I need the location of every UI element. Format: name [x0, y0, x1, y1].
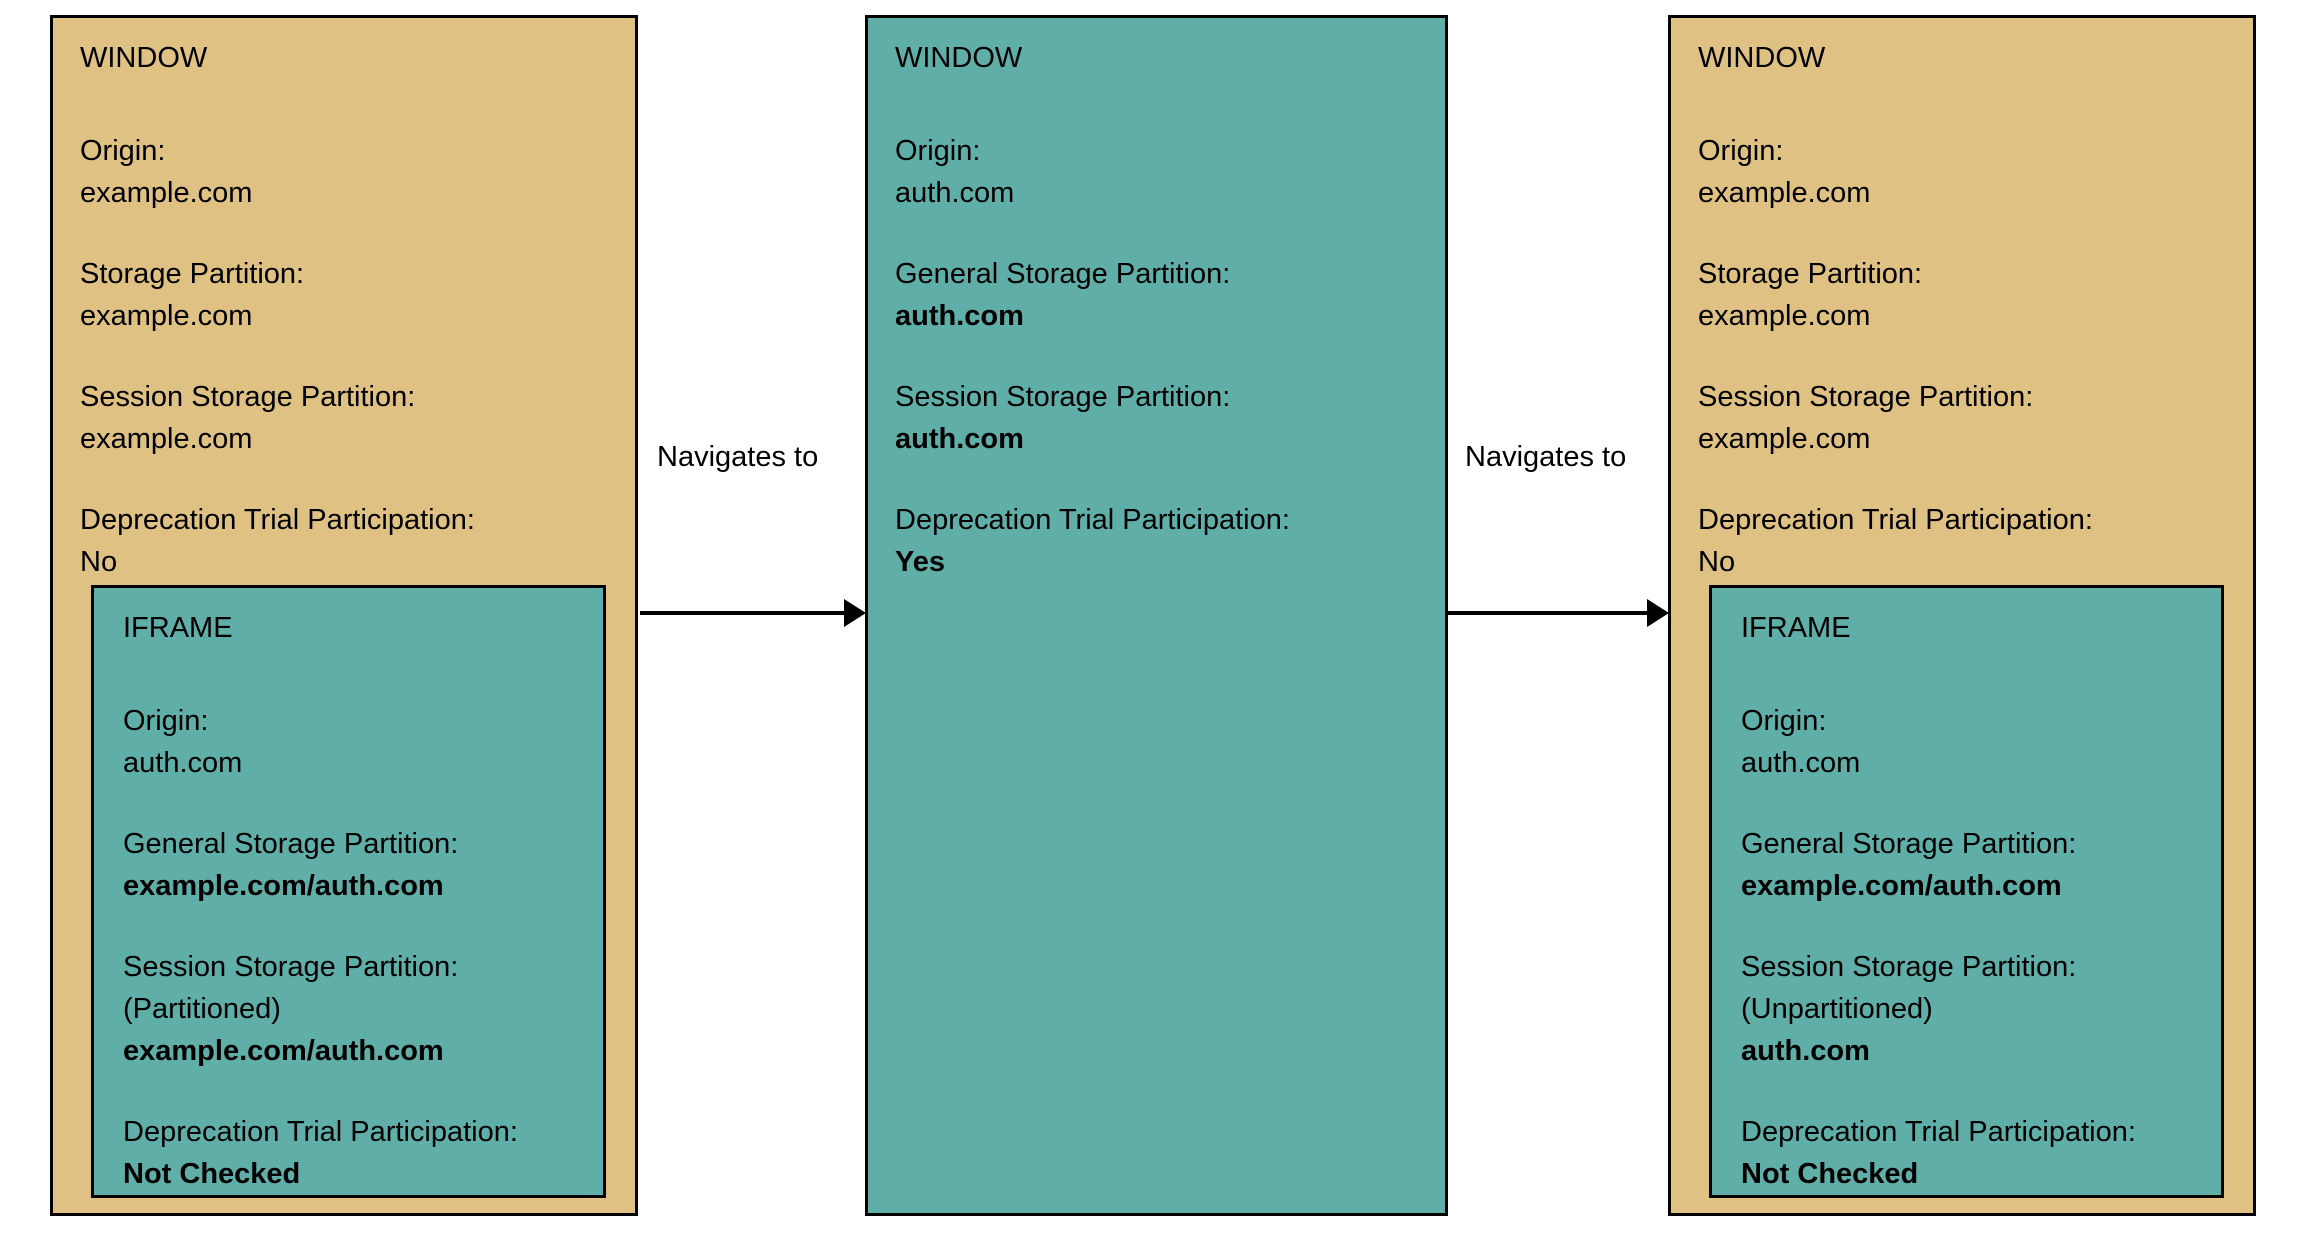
field-deprecation-trial-participation: Deprecation Trial Participation: No [1698, 499, 2228, 583]
field-value: Not Checked [1741, 1158, 1919, 1190]
arrow-2-label: Navigates to [1465, 441, 1627, 473]
field-deprecation-trial-participation: Deprecation Trial Participation: Not Che… [123, 1111, 583, 1195]
field-value: example.com [80, 300, 253, 332]
field-general-storage-partition: General Storage Partition: example.com/a… [123, 823, 583, 907]
panel-2-title: WINDOW [895, 42, 1023, 74]
field-session-storage-partition: Session Storage Partition: (Partitioned)… [123, 946, 583, 1072]
field-value: auth.com [895, 423, 1024, 455]
field-label: Session Storage Partition: [1698, 381, 2034, 413]
arrow-1-label: Navigates to [657, 441, 819, 473]
field-session-storage-partition: Session Storage Partition: example.com [1698, 376, 2228, 460]
panel-2-field-list: Origin: auth.com General Storage Partiti… [895, 130, 1425, 583]
field-value: example.com/auth.com [123, 1035, 444, 1067]
field-label: General Storage Partition: [1741, 828, 2077, 860]
window-panel-2: WINDOW Origin: auth.com General Storage … [865, 15, 1448, 1216]
arrow-head-icon [1647, 599, 1669, 627]
field-label: Session Storage Partition: [123, 951, 459, 983]
field-session-storage-partition: Session Storage Partition: example.com [80, 376, 610, 460]
iframe-3-field-list: Origin: auth.com General Storage Partiti… [1741, 700, 2201, 1234]
field-label: Origin: [1698, 135, 1784, 167]
arrow-line [640, 611, 848, 615]
field-value: auth.com [1741, 1035, 1870, 1067]
field-value: example.com/auth.com [1741, 870, 2062, 902]
iframe-1-title: IFRAME [123, 612, 233, 644]
field-session-storage-partition: Session Storage Partition: auth.com [895, 376, 1425, 460]
field-value: No [80, 546, 118, 578]
field-general-storage-partition: General Storage Partition: auth.com [895, 253, 1425, 337]
iframe-panel-3: IFRAME Origin: auth.com General Storage … [1709, 585, 2224, 1198]
field-value: auth.com [895, 300, 1024, 332]
field-origin: Origin: auth.com [1741, 700, 2201, 784]
arrow-head-icon [844, 599, 866, 627]
field-label: Deprecation Trial Participation: [1698, 504, 2093, 536]
field-label: Deprecation Trial Participation: [80, 504, 475, 536]
field-value: Yes [895, 546, 945, 578]
field-value: example.com [1698, 177, 1871, 209]
field-label: General Storage Partition: [895, 258, 1231, 290]
field-sub-note: (Unpartitioned) [1741, 993, 1933, 1025]
panel-1-title: WINDOW [80, 42, 208, 74]
iframe-3-title: IFRAME [1741, 612, 1851, 644]
panel-3-field-list: Origin: example.com Storage Partition: e… [1698, 130, 2228, 583]
field-value: auth.com [1741, 747, 1861, 779]
field-origin: Origin: auth.com [895, 130, 1425, 214]
field-storage-partition: Storage Partition: example.com [80, 253, 610, 337]
field-deprecation-trial-participation: Deprecation Trial Participation: No [80, 499, 610, 583]
field-origin: Origin: example.com [1698, 130, 2228, 214]
field-label: Origin: [1741, 705, 1827, 737]
field-value: example.com [80, 177, 253, 209]
window-panel-3: WINDOW Origin: example.com Storage Parti… [1668, 15, 2256, 1216]
field-value: example.com [1698, 423, 1871, 455]
field-deprecation-trial-participation: Deprecation Trial Participation: Not Che… [1741, 1111, 2201, 1195]
field-value: example.com [1698, 300, 1871, 332]
navigation-arrow-1: Navigates to [640, 440, 868, 640]
field-origin: Origin: example.com [80, 130, 610, 214]
field-label: Deprecation Trial Participation: [1741, 1116, 2136, 1148]
field-value: auth.com [895, 177, 1015, 209]
navigation-arrow-2: Navigates to [1448, 440, 1671, 640]
iframe-panel-1: IFRAME Origin: auth.com General Storage … [91, 585, 606, 1198]
field-value: Not Checked [123, 1158, 301, 1190]
field-deprecation-trial-participation: Deprecation Trial Participation: Yes [895, 499, 1425, 583]
panel-3-title: WINDOW [1698, 42, 1826, 74]
field-label: Origin: [895, 135, 981, 167]
field-label: Session Storage Partition: [1741, 951, 2077, 983]
field-origin: Origin: auth.com [123, 700, 583, 784]
field-label: Deprecation Trial Participation: [123, 1116, 518, 1148]
field-session-storage-partition: Session Storage Partition: (Unpartitione… [1741, 946, 2201, 1072]
window-panel-1: WINDOW Origin: example.com Storage Parti… [50, 15, 638, 1216]
field-label: General Storage Partition: [123, 828, 459, 860]
field-value: No [1698, 546, 1736, 578]
arrow-line [1448, 611, 1651, 615]
field-label: Session Storage Partition: [80, 381, 416, 413]
field-label: Storage Partition: [1698, 258, 1923, 290]
field-label: Deprecation Trial Participation: [895, 504, 1290, 536]
field-label: Origin: [123, 705, 209, 737]
panel-1-field-list: Origin: example.com Storage Partition: e… [80, 130, 610, 583]
field-value: example.com [80, 423, 253, 455]
field-label: Origin: [80, 135, 166, 167]
iframe-1-field-list: Origin: auth.com General Storage Partiti… [123, 700, 583, 1234]
field-value: auth.com [123, 747, 243, 779]
field-value: example.com/auth.com [123, 870, 444, 902]
field-label: Storage Partition: [80, 258, 305, 290]
field-sub-note: (Partitioned) [123, 993, 281, 1025]
field-storage-partition: Storage Partition: example.com [1698, 253, 2228, 337]
field-general-storage-partition: General Storage Partition: example.com/a… [1741, 823, 2201, 907]
field-label: Session Storage Partition: [895, 381, 1231, 413]
